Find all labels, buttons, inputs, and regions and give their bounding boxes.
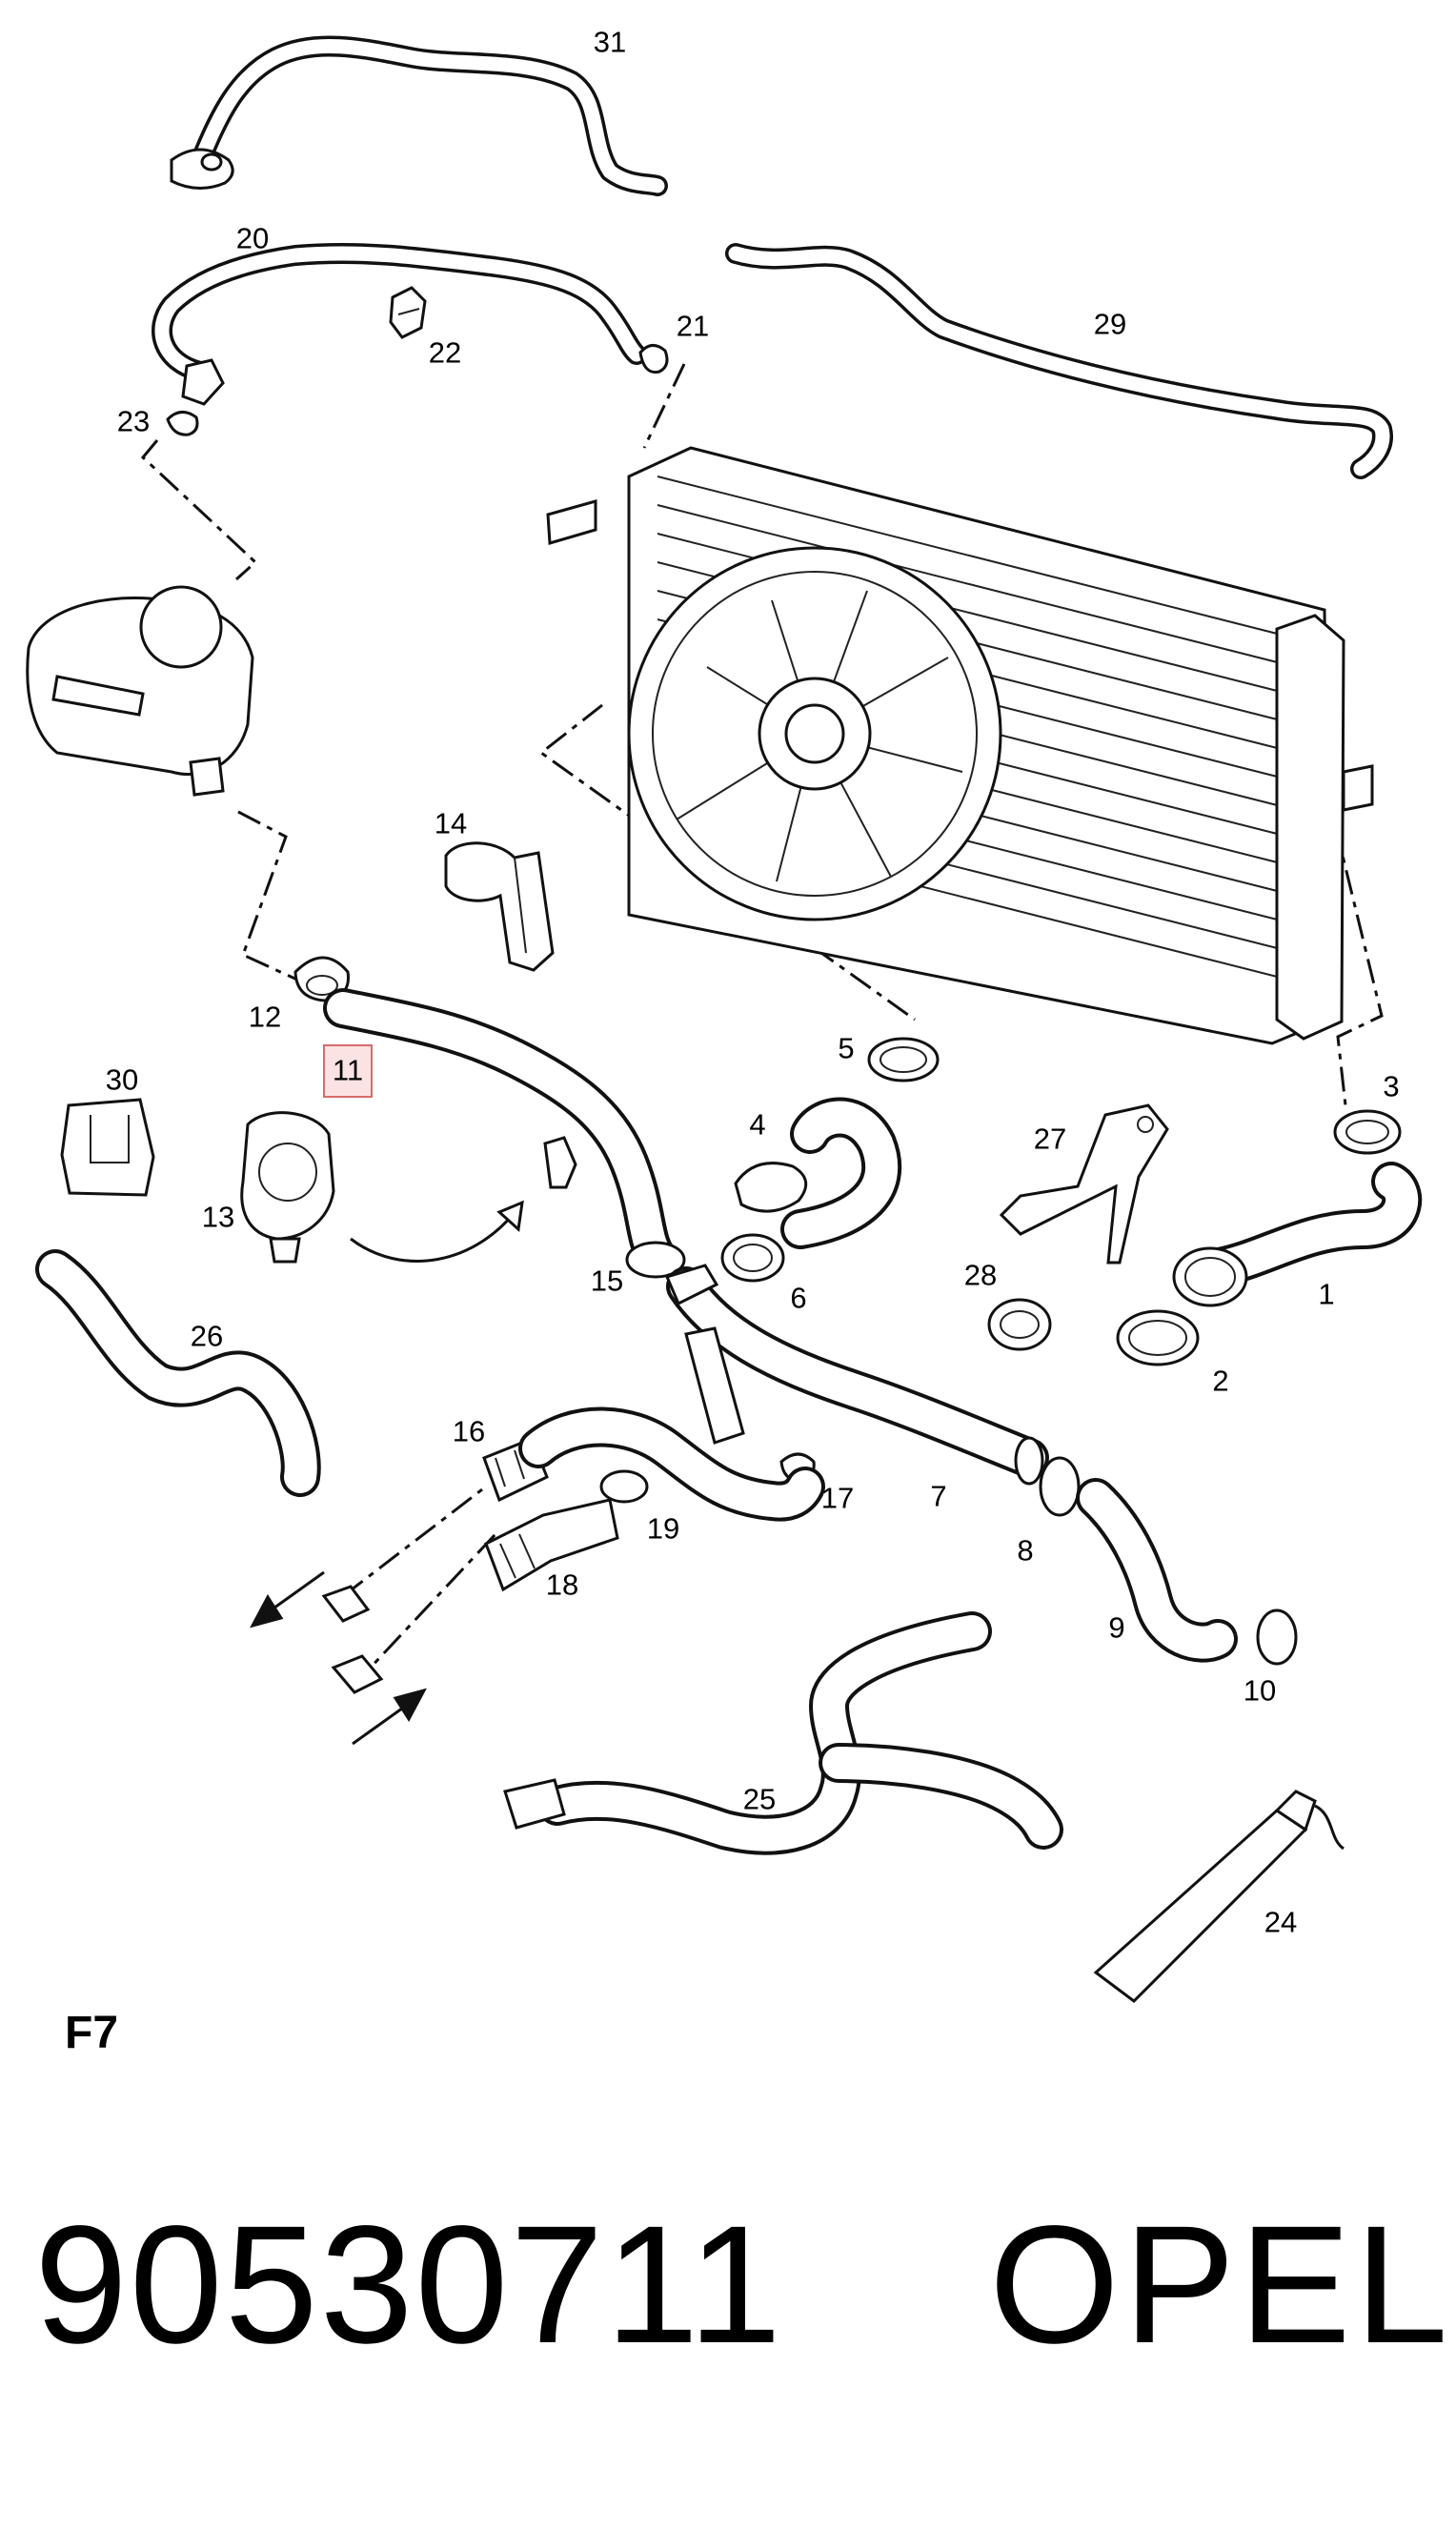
part-28-clamp	[987, 1298, 1052, 1351]
callout-26: 26	[190, 1319, 224, 1353]
part-5-clamp	[867, 1037, 940, 1082]
part-7-pipe	[664, 1264, 1049, 1486]
callout-17: 17	[820, 1481, 855, 1515]
callout-13: 13	[201, 1200, 235, 1234]
part-10-clamp	[1256, 1608, 1298, 1666]
part-15-clamp	[625, 1241, 686, 1279]
callout-12: 12	[248, 1000, 282, 1034]
callout-23: 23	[116, 404, 151, 438]
part-3-clamp	[1333, 1109, 1402, 1155]
callout-27: 27	[1033, 1122, 1067, 1156]
small-fitting	[543, 1136, 577, 1189]
part-19-clamp	[599, 1469, 649, 1504]
part-19-hose	[518, 1406, 825, 1522]
callout-14: 14	[434, 806, 468, 840]
callout-24: 24	[1264, 1905, 1298, 1939]
part-4-hose	[734, 1097, 902, 1249]
brand-name: OPEL	[989, 2192, 1452, 2378]
callout-3: 3	[1383, 1069, 1400, 1103]
radiator-fan-assembly	[546, 446, 1374, 1045]
part-13-housing	[240, 1111, 335, 1264]
callout-21: 21	[676, 309, 710, 343]
callout-4: 4	[749, 1107, 766, 1142]
callout-9: 9	[1108, 1610, 1125, 1645]
callout-7: 7	[930, 1479, 947, 1513]
callout-1: 1	[1318, 1277, 1335, 1311]
part-25-hose	[503, 1611, 1063, 1855]
callout-25: 25	[742, 1782, 777, 1816]
part-6-clamp	[720, 1233, 785, 1283]
plug-lower	[331, 1654, 384, 1694]
callout-30: 30	[105, 1062, 139, 1097]
callout-16: 16	[452, 1414, 486, 1448]
callout-6: 6	[790, 1281, 807, 1315]
callout-20: 20	[235, 221, 270, 255]
sheet-code: F7	[65, 2008, 119, 2058]
assembly-arrow-head	[496, 1200, 524, 1232]
callout-10: 10	[1243, 1673, 1277, 1708]
flow-arrow-right-head	[393, 1688, 427, 1722]
plug-upper	[321, 1585, 371, 1623]
callout-11: 11	[332, 1053, 364, 1087]
part-23-clip	[166, 411, 199, 436]
callout-18: 18	[545, 1568, 579, 1602]
callout-22: 22	[428, 335, 462, 370]
part-8-clamp	[1039, 1456, 1081, 1517]
callout-19: 19	[646, 1511, 680, 1546]
part-27-bracket	[999, 1103, 1169, 1264]
part-29-hose	[725, 243, 1393, 479]
part-22-bracket	[389, 286, 427, 339]
part-11-hose	[323, 988, 677, 1278]
callout-8: 8	[1017, 1533, 1034, 1568]
part-21-clip	[638, 344, 669, 374]
part-2-clamp	[1116, 1309, 1200, 1366]
expansion-tank	[26, 585, 254, 797]
callout-5: 5	[838, 1031, 855, 1065]
part-20-hose	[152, 242, 647, 406]
assembly-arrow	[350, 1202, 524, 1263]
part-24-sensor	[1093, 1790, 1345, 2003]
part-14-bracket	[444, 841, 555, 972]
part-30-clip	[60, 1098, 155, 1197]
callout-29: 29	[1093, 307, 1127, 341]
part-31-bleed-hose	[170, 35, 668, 196]
callout-15: 15	[590, 1264, 624, 1298]
highlight-box-callout-11	[323, 1044, 373, 1098]
part-18-fitting	[484, 1498, 619, 1592]
callout-2: 2	[1212, 1364, 1229, 1398]
flow-arrow-left-head	[250, 1594, 284, 1629]
part-26-hose	[35, 1249, 321, 1497]
part-9-hose	[1076, 1478, 1238, 1663]
callout-28: 28	[963, 1258, 998, 1292]
part-1-hose	[1172, 1162, 1423, 1307]
callout-31: 31	[593, 25, 627, 59]
part-number: 90530711	[34, 2192, 783, 2378]
